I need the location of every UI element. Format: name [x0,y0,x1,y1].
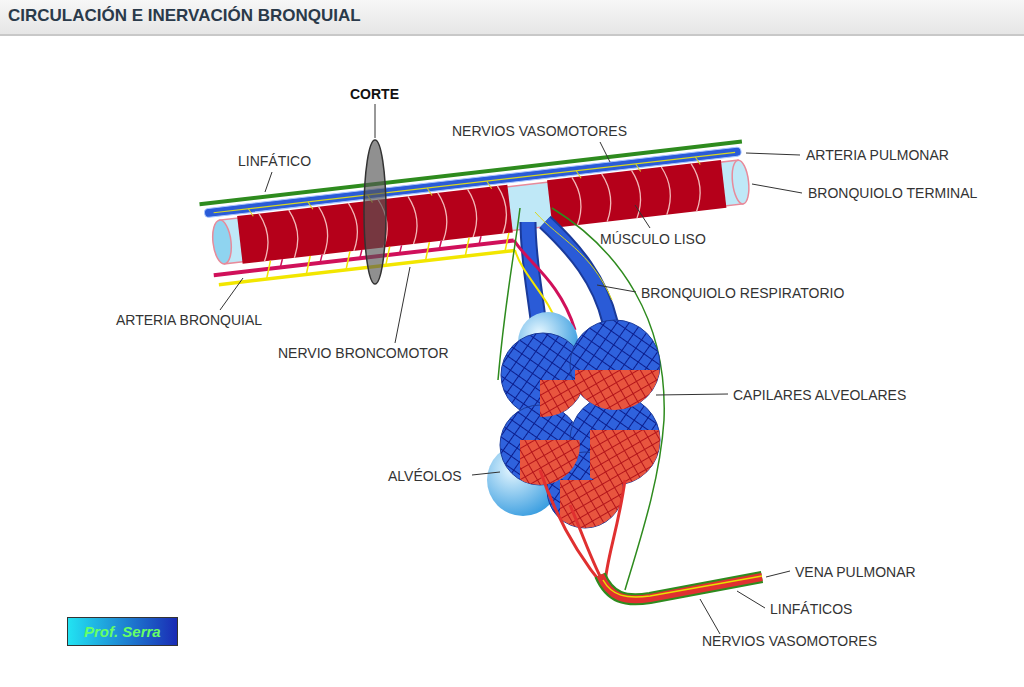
muscle-rings [289,209,300,257]
leader-lines [737,591,765,608]
leader-lines [395,267,410,343]
leader-lines [265,172,272,192]
muscle-rings [497,185,508,233]
pulmonary-vein [600,575,762,599]
muscle-rings [348,203,359,251]
leader-lines [635,205,650,228]
section-label: CORTE [350,86,399,102]
nerve-branches [463,238,471,257]
leader-lines [752,184,802,193]
muscle-rings [631,170,642,218]
nerve-branches [264,261,272,280]
muscle-rings [259,213,270,261]
vasomotor-branches [636,163,641,171]
vasomotor-branches [427,188,432,196]
part-label: LINFÁTICOS [770,601,852,617]
author-badge: Prof. Serra [67,617,178,646]
pulmonary-vein [540,470,762,599]
leader-lines [746,153,800,155]
leader-lines [220,104,802,634]
muscle-rings [572,177,583,225]
pulmonary-vein [570,505,605,585]
bronchiole-tube [219,160,743,264]
part-label: ARTERIA PULMONAR [806,147,949,163]
part-label: NERVIOS VASOMOTORES [702,633,877,649]
vasomotor-branches [248,208,253,216]
section-plane [364,140,386,284]
pulmonary-vein [540,470,605,588]
vasomotor-branches [487,181,492,189]
muscle-rings [691,163,702,211]
nerve-branches [264,233,510,279]
pulmonary-vein [605,480,625,585]
smooth-muscle [547,160,726,228]
leader-lines [766,571,790,577]
part-label: BRONQUIOLO RESPIRATORIO [641,285,844,301]
artery-branches [279,259,283,267]
artery-branches [359,250,363,258]
vasomotor-branches [308,201,313,209]
part-label: LINFÁTICO [238,153,311,169]
part-label: VENA PULMONAR [795,564,916,580]
pulmonary-vein [600,575,762,599]
bronchial-artery [214,240,514,275]
part-label: ARTERIA BRONQUIAL [116,312,262,328]
part-label: MÚSCULO LISO [600,231,706,247]
leader-lines [700,599,720,634]
bronchiole-group [200,141,754,285]
vasomotor-branches [248,157,700,217]
muscle-rings [468,189,479,237]
leader-lines [375,104,376,138]
bronchiole-end [211,219,234,265]
alveoli [487,312,670,530]
artery-branches [319,255,323,263]
nerve-branches [304,256,312,275]
pulmonary-vein [603,576,762,597]
artery-branches [438,241,442,249]
badge-text: Prof. Serra [84,623,161,641]
leader-lines [600,142,610,162]
alveoli [575,370,665,420]
part-label: NERVIO BRONCOMOTOR [278,345,449,361]
respiratory-bronchiole [535,212,612,300]
artery-branches [399,245,403,253]
muscle-rings [661,166,672,214]
respiratory-bronchiole [498,208,664,590]
leader-lines [656,394,728,395]
artery-branches [478,236,482,244]
part-label: NERVIOS VASOMOTORES [452,123,627,139]
leader-lines [220,278,243,310]
nerve-branches [344,251,352,270]
leader-lines [472,472,500,475]
part-label: ALVÉOLOS [388,468,462,484]
diagram-title: CIRCULACIÓN E INERVACIÓN BRONQUIAL [8,6,361,26]
leader-lines [597,285,636,292]
part-label: CAPILARES ALVEOLARES [733,387,906,403]
nerve-branches [423,242,431,261]
muscle-rings [602,173,613,221]
part-label: BRONQUIOLO TERMINAL [808,185,977,201]
bronchiole-end [730,159,751,205]
muscle-rings [319,206,330,254]
muscle-rings [438,192,449,240]
vasomotor-branches [695,157,700,165]
nerve-branches [503,233,511,252]
vasomotor-branches [576,170,581,178]
muscle-rings [408,196,419,244]
vasomotor-nerve [214,152,736,212]
